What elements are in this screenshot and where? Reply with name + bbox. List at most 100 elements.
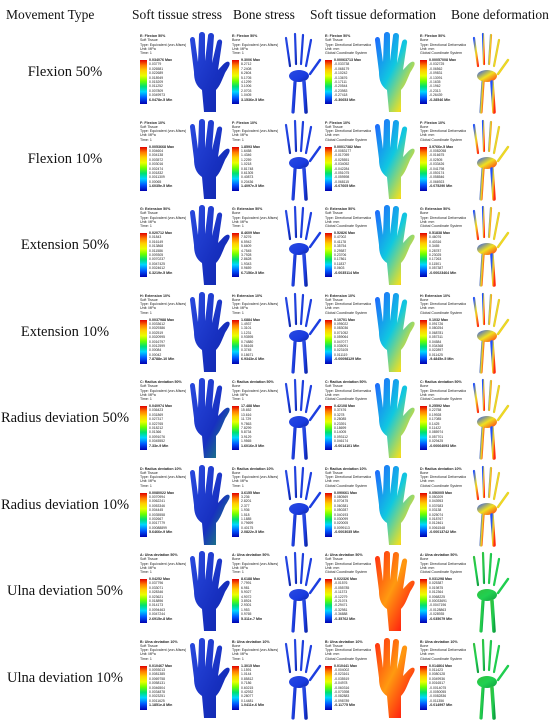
- hand-soft-tissue-model: [190, 32, 230, 112]
- hand-bone-model: [472, 205, 510, 287]
- scale-tick: 0.9765: [241, 612, 252, 617]
- scale-tick: 7.8299: [241, 426, 252, 431]
- scale-tick: 0.28085: [334, 417, 347, 422]
- scale-max: 1.3015 Max: [241, 663, 260, 668]
- header-bone-stress: Bone stress: [233, 7, 295, 22]
- scale-tick: 0.004138: [149, 153, 164, 158]
- scale-tick: 0.60215: [241, 685, 254, 690]
- legend-title: D: Radius deviation 10%: [232, 466, 274, 471]
- scale-max: 0.090661 Max: [334, 490, 357, 495]
- scale-tick: -0.023161: [334, 672, 350, 677]
- legend-unit: Unit: mm: [420, 133, 435, 138]
- legend-type: Type: Equivalent (von-Mises) Stress: [232, 648, 278, 653]
- scale-tick: 0.004604: [149, 148, 164, 153]
- legend-time: Time: 1: [140, 483, 152, 488]
- scale-tick: 0.018896: [149, 599, 164, 604]
- scale-max: 0.00063713 Max: [334, 58, 361, 62]
- row-label: Extension 50%: [20, 237, 110, 253]
- scale-tick: 0.29587: [334, 248, 347, 253]
- scale-max: 0.52826 Max: [334, 231, 355, 235]
- legend-type: Type: Directional Deformation(X Axis): [325, 215, 371, 220]
- scale-tick: -0.23983: [334, 88, 348, 93]
- scale-tick: 1.1885: [241, 516, 252, 521]
- scale-tick: 0.0068225: [429, 594, 446, 599]
- scale-max: 3.6155 Max: [241, 490, 260, 495]
- scale-tick: 0.0093013: [149, 667, 166, 672]
- scale-tick: 0.79699: [241, 521, 254, 526]
- scale-tick: 0.7186: [241, 681, 252, 686]
- legend-title: B: Ulna deviation 10%: [140, 639, 178, 644]
- scale-tick: 0.0070994: [149, 494, 166, 499]
- legend-unit: Unit: MPa: [140, 219, 156, 224]
- scale-tick: -0.27418: [334, 93, 348, 98]
- hand-soft-tissue-model: [375, 637, 415, 718]
- scale-tick: 0.18699: [334, 426, 347, 431]
- scale-min: 6.9343e-6 Min: [241, 357, 265, 362]
- legend-sub: Soft Tissue: [140, 211, 158, 216]
- scale-max: 0.10701 Max: [334, 317, 355, 322]
- legend-time: Global Coordinate System: [420, 137, 462, 142]
- legend-unit: Unit: MPa: [232, 46, 248, 51]
- hand-soft-tissue-model: [375, 32, 415, 112]
- legend-title: C: Radius deviation 50%: [325, 380, 367, 384]
- legend-time: Global Coordinate System: [420, 51, 462, 56]
- legend-sub: Soft Tissue: [325, 38, 343, 43]
- legend-title: H: Extension 10%: [140, 293, 171, 298]
- header-soft-tissue-deformation: Soft tissue deformation: [310, 7, 436, 22]
- hand-soft-tissue-model: [375, 118, 415, 199]
- hand-soft-tissue-model: [190, 551, 230, 631]
- scale-max: 0.0053668 Max: [149, 144, 174, 149]
- scale-max: 1.6884 Max: [241, 317, 260, 322]
- scale-tick: 0.0020995: [149, 335, 166, 340]
- scale-tick: 0.001832: [149, 170, 164, 175]
- scale-tick: 0.0046504: [149, 685, 166, 690]
- scale-tick: 0.035091: [334, 343, 349, 348]
- hand-bone-model: [472, 32, 510, 114]
- legend-sub: Soft Tissue: [140, 643, 158, 648]
- scale-min: -0.35762 Min: [334, 616, 356, 621]
- scale-tick: 5.1705: [241, 75, 252, 80]
- color-scale-bar: [325, 233, 332, 277]
- scale-tick: 0.42932: [241, 689, 254, 694]
- scale-tick: 0.012364: [429, 590, 444, 595]
- scale-tick: 0.46076: [429, 235, 442, 240]
- scale-tick: -0.066923: [429, 179, 445, 184]
- scale-min: -0.28546 Min: [429, 97, 451, 102]
- legend-time: Time: 1: [232, 397, 244, 402]
- scale-tick: 0.0016517: [429, 681, 446, 686]
- legend-sub: Bone: [232, 124, 241, 129]
- scale-tick: 0.0053346: [149, 503, 166, 508]
- legend-time: Time: 1: [232, 310, 244, 315]
- scale-tick: 0.0034878: [149, 689, 166, 694]
- scale-tick: 0.0023251: [149, 694, 166, 699]
- scale-tick: -0.06562: [429, 66, 443, 71]
- legend-sub: Bone: [232, 38, 241, 43]
- scale-tick: -0.26439: [429, 93, 443, 98]
- scale-tick: 0.091726: [429, 321, 444, 326]
- scale-tick: 15.652: [241, 408, 252, 413]
- scale-tick: 0.068781: [429, 330, 444, 335]
- scale-min: 1.6016e-5 Min: [241, 443, 265, 448]
- legend-unit: Unit: MPa: [140, 652, 156, 657]
- header-bone-deformation: Bone deformation: [451, 7, 549, 22]
- hand-bone-model: [284, 465, 322, 547]
- legend-type: Type: Directional Deformation(X Axis): [325, 475, 371, 480]
- legend-title: C: Radius deviation 50%: [140, 380, 182, 384]
- color-scale-bar: [420, 492, 427, 537]
- row-label: Flexion 50%: [27, 64, 103, 80]
- scale-tick: -0.1962: [429, 84, 441, 89]
